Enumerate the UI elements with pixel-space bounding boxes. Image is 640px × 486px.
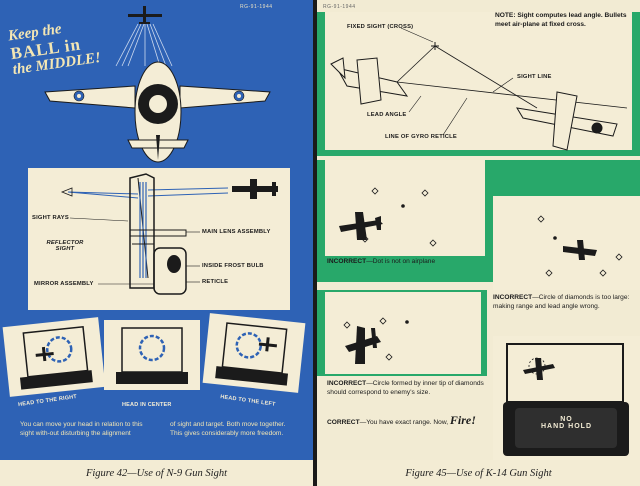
label-mirror-assembly: MIRROR ASSEMBLY	[34, 281, 94, 287]
diagram-drawing	[60, 173, 278, 295]
panel-no-hand-hold: NO HAND HOLD	[493, 336, 640, 460]
label-reticle: RETICLE	[202, 279, 229, 285]
label-lead-angle: LEAD ANGLE	[367, 112, 407, 118]
label-fixed-sight: FIXED SIGHT (CROSS)	[347, 24, 414, 30]
label-head-left: HEAD TO THE LEFT	[219, 394, 276, 408]
incorrect-1-text: INCORRECT—Dot is not on airplane	[327, 258, 436, 265]
head-right-drawing	[19, 325, 93, 390]
incorrect-3-text: INCORRECT—Circle formed by inner tip of …	[327, 380, 484, 396]
head-center-drawing	[116, 327, 188, 384]
panel-head-center	[104, 320, 200, 390]
note-text: NOTE: Sight computes lead angle. Bullets…	[495, 12, 627, 28]
reflector-sight-diagram: SIGHT RAYS REFLECTOR SIGHT MAIN LENS ASS…	[28, 168, 290, 310]
label-gyro-reticle: LINE OF GYRO RETICLE	[385, 134, 457, 140]
correct-text: CORRECT—You have exact range. Now, Fire!	[327, 413, 476, 427]
k14-sight-diagram	[330, 27, 628, 151]
incorrect-1-drawing	[339, 187, 437, 247]
label-frost-bulb: INSIDE FROST BULB	[202, 263, 264, 269]
panel-incorrect-2	[493, 196, 640, 290]
incorrect-1-title: INCORRECT	[327, 258, 367, 265]
incorrect-3-drawing	[343, 317, 409, 364]
figure-caption: Figure 42—Use of N-9 Gun Sight	[85, 467, 228, 479]
foreground-plane	[44, 61, 271, 163]
label-sight-rays: SIGHT RAYS	[32, 215, 69, 221]
target-plane	[516, 91, 618, 151]
head-left-drawing	[215, 322, 289, 386]
fire-text: Fire!	[449, 413, 476, 427]
label-head-right: HEAD TO THE RIGHT	[17, 393, 78, 409]
correct-title: CORRECT	[327, 419, 360, 426]
label-reflector-sight: REFLECTOR SIGHT	[46, 240, 84, 252]
no-hand-hold-plate: NO HAND HOLD	[541, 416, 592, 430]
label-head-center: HEAD IN CENTER	[122, 402, 172, 408]
incorrect-3-title: INCORRECT	[327, 380, 367, 387]
left-page: RG-91-1944 Keep the BALL in the MIDDLE!	[0, 0, 313, 486]
page-code: RG-91-1944	[323, 4, 356, 10]
distant-plane	[128, 6, 162, 24]
fighter-plane	[330, 57, 409, 105]
aircraft-illustration	[44, 6, 271, 163]
no-hand-hold-drawing	[503, 343, 629, 456]
text-column-1: You can move your head in relation to th…	[20, 421, 143, 438]
page-code: RG-91-1944	[240, 4, 273, 10]
incorrect-2-title: INCORRECT	[493, 294, 533, 301]
label-sight-line: SIGHT LINE	[517, 74, 552, 80]
figure-caption: Figure 45—Use of K-14 Gun Sight	[405, 467, 552, 479]
label-main-lens: MAIN LENS ASSEMBLY	[202, 229, 271, 235]
caption-bar: Figure 42—Use of N-9 Gun Sight	[0, 460, 313, 486]
caption-bar: Figure 45—Use of K-14 Gun Sight	[317, 460, 640, 486]
panel-incorrect-1	[325, 160, 485, 256]
right-page: RG-91-1944	[317, 0, 640, 486]
panel-incorrect-3	[325, 292, 481, 374]
text-column-2: of sight and target. Both move together.…	[170, 421, 286, 438]
panel-head-left	[202, 313, 306, 393]
incorrect-2-drawing	[537, 215, 623, 277]
panel-head-right	[2, 317, 106, 397]
incorrect-2-text: INCORRECT—Circle of diamonds is too larg…	[493, 294, 630, 310]
